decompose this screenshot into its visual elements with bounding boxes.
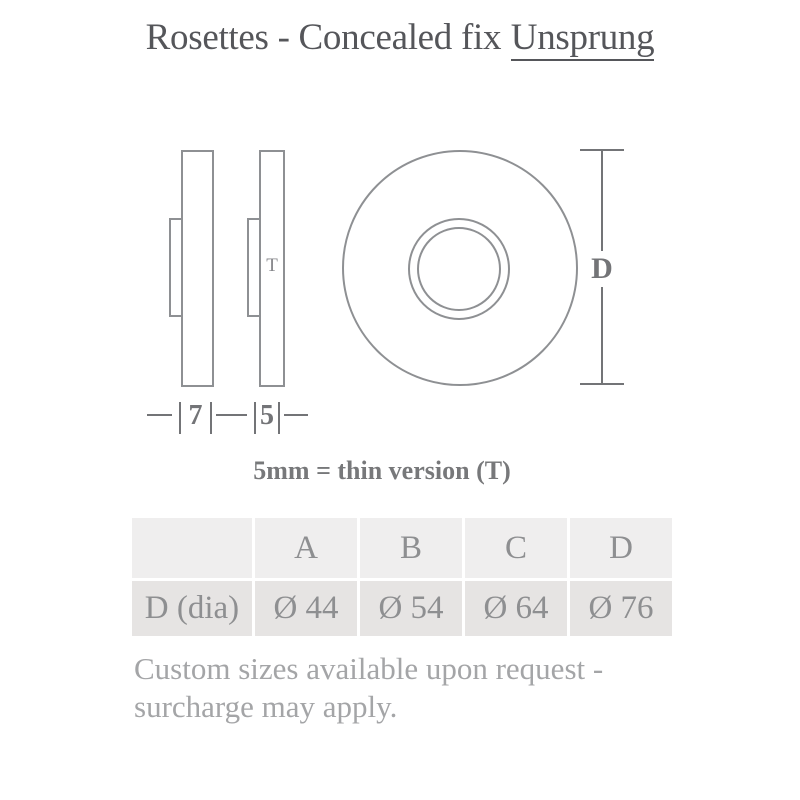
custom-sizes-note: Custom sizes available upon request - su… [134, 650, 694, 726]
rosette-bore-circle [417, 227, 501, 311]
diameter-dimension-cap-bottom [580, 383, 624, 385]
thin-width-value: 5 [260, 400, 274, 431]
width-dimension-tick-3 [254, 402, 256, 434]
size-table-value-a: Ø 44 [255, 581, 357, 636]
size-table-value-d: Ø 76 [570, 581, 672, 636]
rosette-outer-circle [342, 150, 578, 386]
size-table-header-row: A B C D [132, 518, 672, 578]
size-table-value-b: Ø 54 [360, 581, 462, 636]
size-table: A B C D D (dia) Ø 44 Ø 54 Ø 64 Ø 76 [132, 518, 672, 639]
custom-sizes-note-line1: Custom sizes available upon request - [134, 651, 604, 686]
size-table-row-label: D (dia) [132, 581, 252, 636]
thin-version-note: 5mm = thin version (T) [253, 456, 511, 485]
size-table-header-d: D [570, 518, 672, 578]
size-table-header-empty [132, 518, 252, 578]
width-dimension-dash-left [147, 414, 172, 416]
thick-profile-outline [181, 150, 214, 387]
size-table-header-a: A [255, 518, 357, 578]
diameter-dimension-cap-top [580, 149, 624, 151]
thin-profile-outline [259, 150, 285, 387]
thin-version-marker-label: T [266, 255, 278, 276]
width-dimension-tick-4 [278, 402, 280, 434]
rosette-collar-circle [408, 218, 510, 320]
size-table-data-row: D (dia) Ø 44 Ø 54 Ø 64 Ø 76 [132, 581, 672, 636]
custom-sizes-note-line2: surcharge may apply. [134, 689, 398, 724]
width-dimension-dash-right [284, 414, 308, 416]
width-dimension-tick-2 [210, 402, 212, 434]
diameter-dimension-label: D [585, 251, 619, 287]
thick-width-value: 7 [188, 400, 203, 431]
width-dimension-dash-middle [216, 414, 247, 416]
size-table-value-c: Ø 64 [465, 581, 567, 636]
page-title-underlined-text: Unsprung [510, 17, 655, 61]
size-table-header-b: B [360, 518, 462, 578]
width-dimension-tick-1 [179, 402, 181, 434]
page-title-text: Rosettes - Concealed fix [145, 17, 502, 58]
size-table-header-c: C [465, 518, 567, 578]
